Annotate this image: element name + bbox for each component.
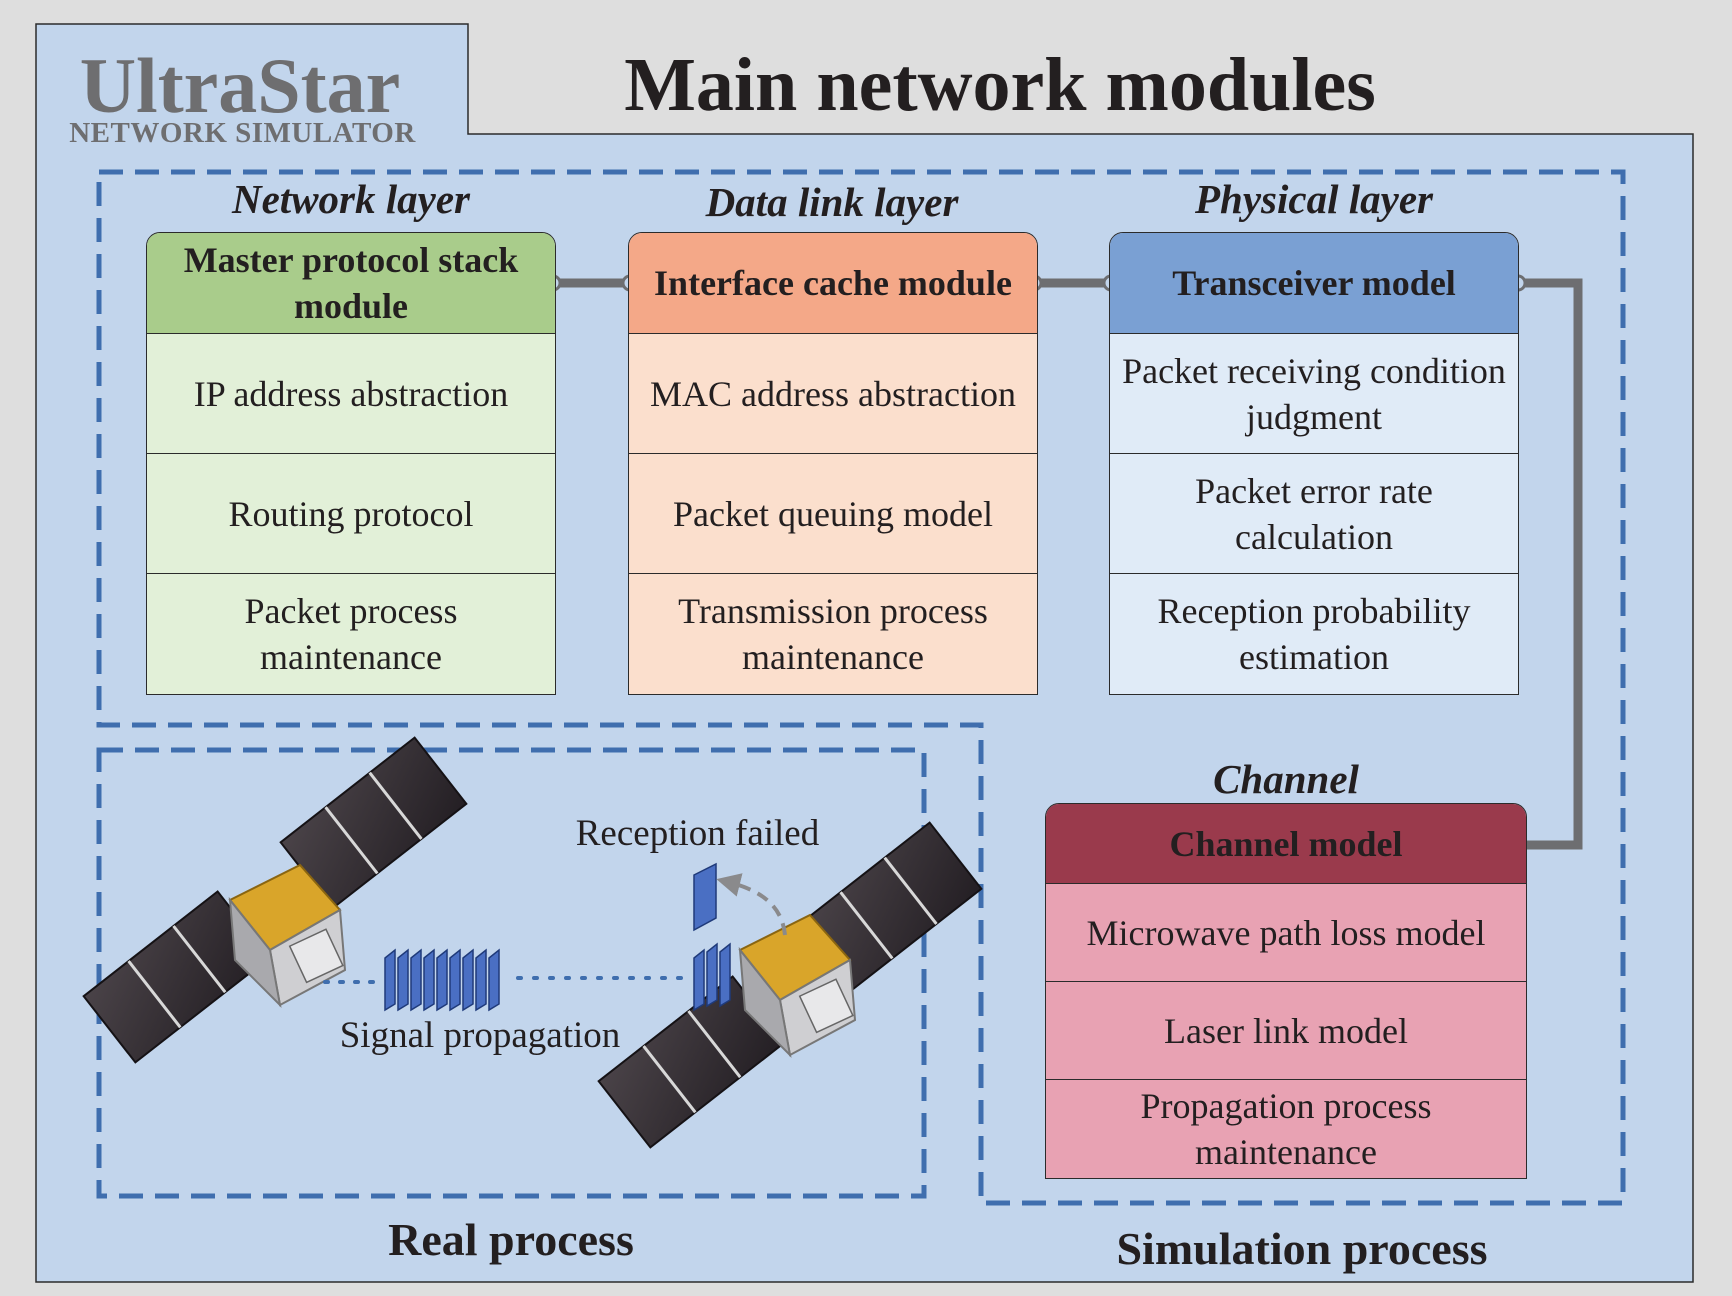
reception-failed-label: Reception failed: [575, 813, 820, 854]
network-card-row: Packet process maintenance: [147, 574, 555, 694]
real-process-region: [96, 747, 927, 1199]
physical-card-row: Packet error rate calculation: [1110, 454, 1518, 574]
physical-card-header: Transceiver model: [1110, 233, 1518, 334]
datalink-card-row: Transmission process maintenance: [629, 574, 1037, 694]
physical-card-row: Packet receiving condition judgment: [1110, 334, 1518, 454]
simulation-process-label: Simulation process: [1116, 1223, 1488, 1274]
logo-title: UltraStar: [79, 42, 401, 129]
logo-subtitle: NETWORK SIMULATOR: [69, 117, 416, 149]
channel-card: Channel model Microwave path loss model …: [1045, 803, 1527, 1179]
channel-card-row: Microwave path loss model: [1046, 884, 1526, 982]
network-layer-card: Master protocol stack module IP address …: [146, 232, 556, 695]
datalink-layer-card: Interface cache module MAC address abstr…: [628, 232, 1038, 695]
datalink-card-row: MAC address abstraction: [629, 334, 1037, 454]
failed-packet-icon: [693, 862, 717, 932]
network-card-row: Routing protocol: [147, 454, 555, 574]
reception-failed-arrow: [716, 873, 787, 936]
network-card-header: Master protocol stack module: [147, 233, 555, 334]
datalink-card-header: Interface cache module: [629, 233, 1037, 334]
page-title: Main network modules: [624, 43, 1376, 127]
datalink-card-row: Packet queuing model: [629, 454, 1037, 574]
channel-card-header: Channel model: [1046, 804, 1526, 884]
signal-propagation-label: Signal propagation: [339, 1015, 621, 1056]
satellite-right-icon: [597, 821, 983, 1149]
received-packets-icon: [693, 942, 731, 1012]
channel-title: Channel: [1213, 756, 1359, 802]
network-layer-title: Network layer: [232, 176, 470, 222]
channel-card-row: Laser link model: [1046, 982, 1526, 1080]
physical-card-row: Reception probability estimation: [1110, 574, 1518, 694]
network-card-row: IP address abstraction: [147, 334, 555, 454]
channel-card-row: Propagation process maintenance: [1046, 1080, 1526, 1178]
packet-train-icon: [384, 948, 500, 1012]
simulation-process-region: [96, 169, 1626, 1206]
physical-layer-card: Transceiver model Packet receiving condi…: [1109, 232, 1519, 695]
real-process-label: Real process: [388, 1214, 634, 1265]
satellite-left-icon: [82, 736, 468, 1064]
physical-layer-title: Physical layer: [1195, 176, 1433, 222]
datalink-layer-title: Data link layer: [705, 179, 959, 225]
